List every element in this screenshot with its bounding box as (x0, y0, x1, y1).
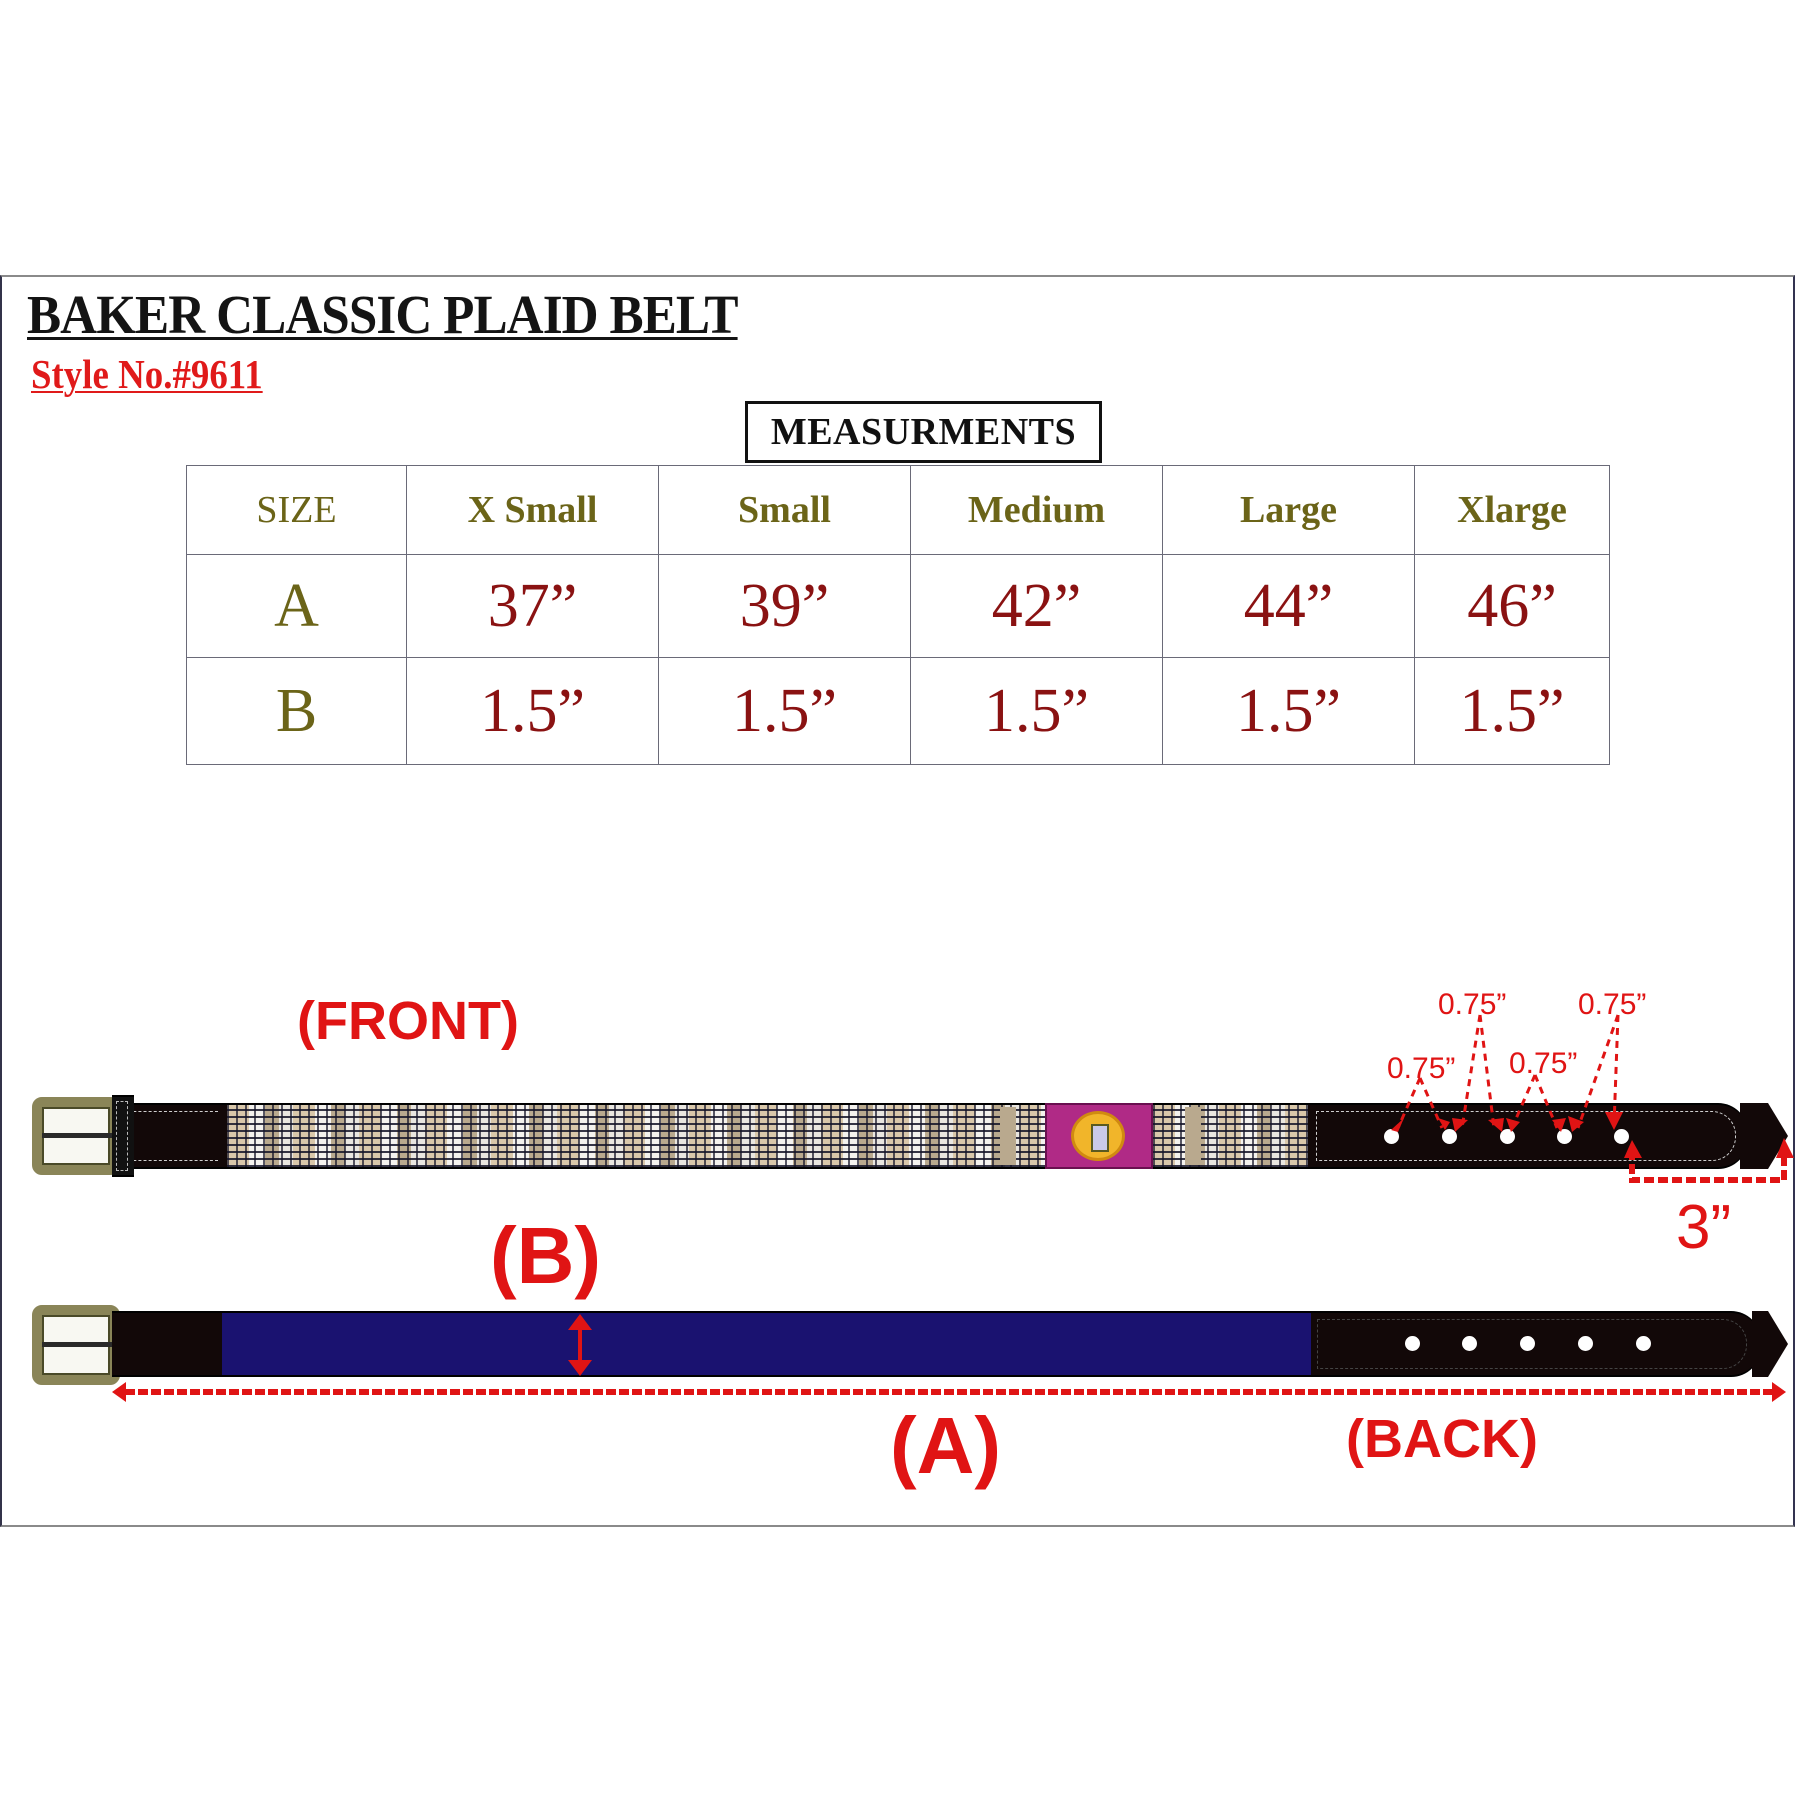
belt-hole (1500, 1129, 1515, 1144)
front-plaid-section (227, 1103, 1047, 1169)
front-plaid-section-right (1153, 1103, 1308, 1169)
hole-spacing-arrows (1396, 1014, 1620, 1129)
tip-distance-label: 3” (1676, 1193, 1732, 1262)
front-belt-loop (112, 1095, 134, 1177)
plaid-stripe (1000, 1107, 1016, 1165)
measurements-heading: MEASURMENTS (745, 401, 1102, 463)
tip-distance-bracket (1629, 1150, 1787, 1183)
logo-patch-icon (1045, 1103, 1153, 1169)
front-leather-tongue (1308, 1103, 1748, 1169)
cell-a-small: 39” (658, 554, 911, 658)
style-number: Style No.#9611 (31, 351, 263, 397)
table-row-a: A 37” 39” 42” 44” 46” (186, 554, 1610, 658)
back-buckle-prong (42, 1342, 116, 1347)
table-row-b: B 1.5” 1.5” 1.5” 1.5” 1.5” (186, 657, 1610, 765)
cell-a-x-small: 37” (406, 554, 659, 658)
belt-hole (1405, 1336, 1420, 1351)
cell-b-small: 1.5” (658, 657, 911, 765)
front-label: (FRONT) (297, 991, 519, 1051)
cell-b-medium: 1.5” (910, 657, 1163, 765)
belt-hole (1442, 1129, 1457, 1144)
hole-spacing-label-3: 0.75” (1387, 1052, 1456, 1085)
back-leather-end (112, 1311, 224, 1377)
front-belt-tip (1740, 1103, 1788, 1169)
belt-hole (1614, 1129, 1629, 1144)
width-arrow-b (568, 1314, 592, 1376)
hole-spacing-label-2: 0.75” (1578, 988, 1647, 1021)
belt-hole (1384, 1129, 1399, 1144)
cell-b-xlarge: 1.5” (1414, 657, 1610, 765)
back-leather-tongue (1311, 1311, 1761, 1377)
belt-hole (1578, 1336, 1593, 1351)
header-size: SIZE (186, 465, 407, 555)
front-buckle-prong (42, 1133, 116, 1138)
length-label-a: (A) (890, 1401, 1002, 1490)
belt-hole (1557, 1129, 1572, 1144)
row-label-a: A (186, 554, 407, 658)
size-chart-table: SIZE X Small Small Medium Large Xlarge A… (186, 465, 1610, 765)
cell-a-medium: 42” (910, 554, 1163, 658)
plaid-stripe (1185, 1107, 1201, 1165)
arrowheads (1391, 1112, 1623, 1132)
header-xlarge: Xlarge (1414, 465, 1610, 555)
hole-spacing-label-4: 0.75” (1509, 1047, 1578, 1080)
belt-hole (1520, 1336, 1535, 1351)
cell-b-x-small: 1.5” (406, 657, 659, 765)
hole-spacing-label-1: 0.75” (1438, 988, 1507, 1021)
back-label: (BACK) (1346, 1409, 1538, 1469)
back-navy-lining (222, 1311, 1312, 1377)
back-belt-tip (1752, 1311, 1788, 1377)
belt-hole (1636, 1336, 1651, 1351)
width-label-b: (B) (490, 1211, 602, 1300)
length-arrow-a (112, 1382, 1786, 1402)
header-medium: Medium (910, 465, 1163, 555)
belt-hole (1462, 1336, 1477, 1351)
cell-a-xlarge: 46” (1414, 554, 1610, 658)
product-title: BAKER CLASSIC PLAID BELT (27, 284, 739, 345)
document-frame (0, 275, 1795, 1527)
cell-a-large: 44” (1162, 554, 1415, 658)
